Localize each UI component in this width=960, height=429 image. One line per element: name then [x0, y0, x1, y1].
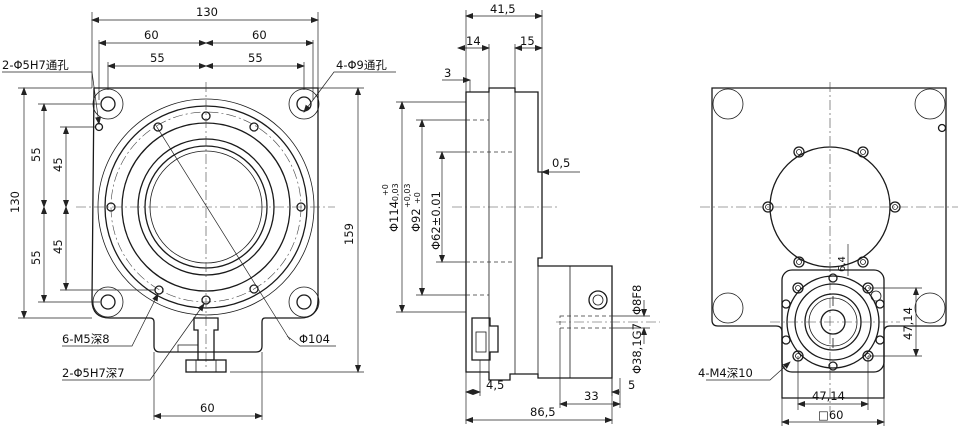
mount-hole	[100, 96, 116, 112]
dim-bottom-width: 60	[200, 401, 215, 415]
dim-right-height: 159	[342, 223, 356, 245]
dim-dia-62: Φ62±0.01	[429, 191, 443, 250]
side-view: 41,5 14 15 3 0,5 Φ114 +0 -0,03 Φ92 +0,03…	[381, 2, 660, 424]
mount-hole	[296, 294, 312, 310]
dim-overall-width: 130	[196, 5, 218, 19]
m5-hole	[249, 122, 259, 132]
side-flange	[465, 87, 613, 381]
dim-dia-92-tol-upper: +0,03	[403, 183, 412, 208]
dim-left-upper-55: 55	[29, 147, 43, 162]
dim-dia-114-tol-lower: -0,03	[391, 183, 400, 204]
dim-dia-114: Φ114	[387, 201, 401, 232]
label-pitch-diameter: Φ104	[299, 332, 330, 346]
dim-length-865: 86,5	[530, 405, 556, 419]
label-pin-holes-through: 2-Φ5H7通孔	[2, 58, 69, 72]
pin-hole	[94, 122, 104, 132]
dim-bore-dia: Φ38,1G7	[630, 323, 644, 374]
side-sensor	[471, 317, 499, 361]
dim-overall-height: 130	[8, 191, 22, 213]
dim-half-right: 60	[252, 28, 267, 42]
mount-hole	[296, 96, 312, 112]
dim-hole-right: 55	[248, 51, 263, 65]
dim-square: □60	[818, 408, 844, 422]
dim-gap: 0,5	[552, 156, 570, 170]
dim-flange-thickness: 14	[466, 34, 481, 48]
label-threaded-holes: 6-M5深8	[62, 332, 110, 346]
motor-flange	[781, 269, 885, 373]
dim-length-33: 33	[584, 389, 599, 403]
dim-small-64: 6,4	[837, 256, 848, 272]
dim-offset-45: 4,5	[486, 378, 504, 392]
back-view: 47,14 47,14 □60 6,4 4-M4深10	[698, 82, 958, 426]
label-mount-holes-through: 4-Φ9通孔	[336, 58, 387, 72]
dim-flange-right: 47,14	[901, 307, 915, 340]
back-body-outline	[711, 87, 947, 399]
dim-left-lower-45: 45	[51, 239, 65, 254]
dim-shaft-dia: Φ8F8	[630, 285, 644, 315]
dim-flange-bottom: 47,14	[812, 389, 845, 403]
m5-hole	[153, 122, 163, 132]
mount-hole	[100, 294, 116, 310]
dim-dia-92-tol-lower: +0	[413, 192, 422, 204]
dim-offset-5: 5	[628, 378, 635, 392]
dim-overall-depth: 41,5	[490, 2, 516, 16]
label-pin-holes-blind: 2-Φ5H7深7	[62, 366, 125, 380]
dim-half-left: 60	[144, 28, 159, 42]
dim-left-lower-55: 55	[29, 250, 43, 265]
front-body-outline	[91, 87, 319, 353]
dim-dia-92: Φ92	[409, 208, 423, 232]
front-view: 130 60 60 55 55 130 55 55 45 45 15	[2, 5, 396, 420]
dim-left-upper-45: 45	[51, 157, 65, 172]
dim-dia-114-tol-upper: +0	[381, 184, 390, 196]
dim-body-depth: 15	[520, 34, 535, 48]
dim-hole-left: 55	[150, 51, 165, 65]
label-tapped-holes: 4-M4深10	[698, 366, 753, 380]
dim-step: 3	[444, 66, 451, 80]
m5-hole	[154, 285, 164, 295]
